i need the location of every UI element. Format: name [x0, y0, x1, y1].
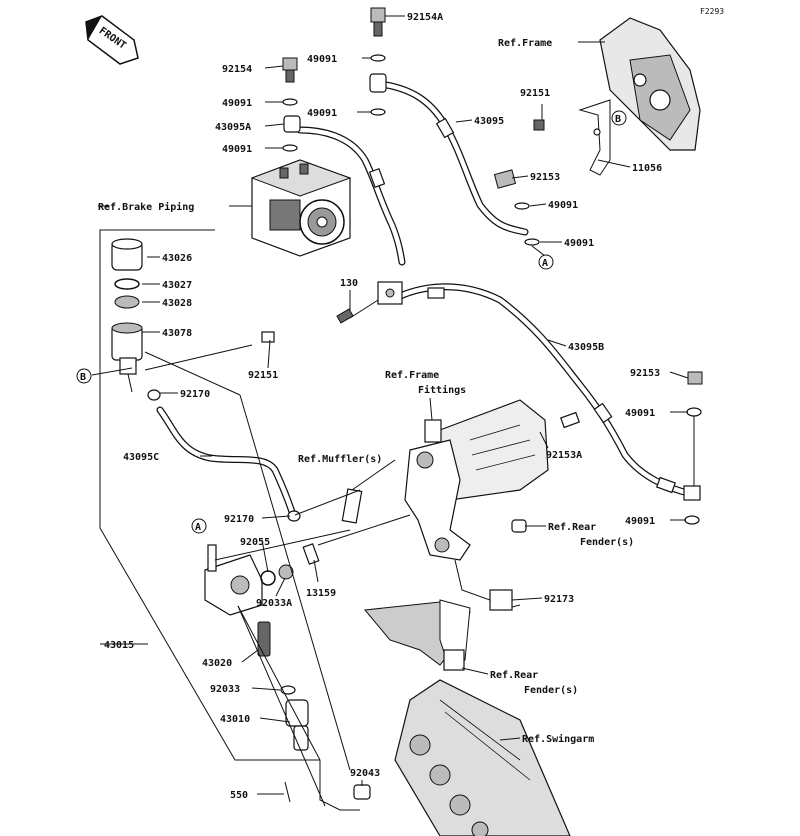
svg-text:A: A [195, 522, 201, 533]
ref-frame-fittings: Ref.Frame [385, 370, 439, 381]
callout-92173: 92173 [544, 594, 574, 605]
callout-92153: 92153 [530, 172, 560, 183]
svg-text:A: A [542, 258, 548, 269]
callout-43027: 43027 [162, 280, 192, 291]
ref-frame: Ref.Frame [498, 38, 552, 49]
ref-muffler: Ref.Muffler(s) [298, 454, 382, 465]
abs-hydraulic-unit [250, 159, 352, 257]
callout-49091: 49091 [625, 408, 655, 419]
callout-49091: 49091 [222, 144, 252, 155]
front-arrow-icon: FRONT [85, 15, 139, 65]
callout-43095C: 43095C [123, 452, 159, 463]
marker-b-left: B [76, 368, 92, 384]
callout-92170: 92170 [180, 389, 210, 400]
reference-labels: Ref.Frame Ref.Brake Piping Ref.Frame Fit… [98, 38, 634, 745]
callout-49091: 49091 [222, 98, 252, 109]
callout-49091: 49091 [564, 238, 594, 249]
marker-b-frame: B [611, 110, 627, 126]
callout-43078: 43078 [162, 328, 192, 339]
callout-92033A: 92033A [256, 598, 292, 609]
ref-rear-fender-2: Fender(s) [580, 537, 634, 548]
callout-43028: 43028 [162, 298, 192, 309]
svg-text:B: B [80, 372, 86, 383]
svg-text:B: B [615, 114, 621, 125]
callout-43015: 43015 [104, 640, 134, 651]
callout-92153A: 92153A [546, 450, 582, 461]
callout-49091: 49091 [625, 516, 655, 527]
callout-43026: 43026 [162, 253, 192, 264]
callout-130: 130 [340, 278, 358, 289]
callout-92154A: 92154A [407, 12, 443, 23]
ref-rear-fender: Ref.Rear [548, 522, 596, 533]
frame-bracket [578, 17, 701, 176]
callout-49091: 49091 [548, 200, 578, 211]
swingarm [394, 679, 571, 836]
hose-joint [336, 281, 403, 324]
callout-92043: 92043 [350, 768, 380, 779]
callout-49091: 49091 [307, 108, 337, 119]
callout-92154: 92154 [222, 64, 252, 75]
callout-11056: 11056 [632, 163, 662, 174]
ref-brake-piping: Ref.Brake Piping [98, 201, 194, 213]
callout-92153: 92153 [630, 368, 660, 379]
ref-swingarm: Ref.Swingarm [522, 733, 594, 745]
ref-frame-fittings-2: Fittings [418, 384, 466, 396]
callout-43020: 43020 [202, 658, 232, 669]
callout-92170: 92170 [224, 514, 254, 525]
callout-13159: 13159 [306, 588, 336, 599]
callout-92055: 92055 [240, 537, 270, 548]
ref-rear-fender-2: Fender(s) [524, 685, 578, 696]
callout-43095: 43095 [474, 116, 504, 127]
part-callouts: 92154A 49091 92154 49091 49091 43095A 49… [104, 12, 662, 801]
rear-fender [364, 599, 471, 671]
marker-a-left: A [191, 518, 207, 534]
frame-fitting [341, 399, 549, 611]
figure-code: F2293 [700, 7, 724, 16]
callout-92151: 92151 [248, 370, 278, 381]
ref-rear-fender: Ref.Rear [490, 670, 538, 681]
top-bolts [282, 7, 545, 246]
callout-550: 550 [230, 790, 248, 801]
callout-92151: 92151 [520, 88, 550, 99]
callout-43095A: 43095A [215, 122, 251, 133]
reservoir-parts [111, 238, 143, 393]
leader-lines [91, 15, 695, 811]
marker-a-top: A [538, 254, 554, 270]
brake-hoses [156, 80, 696, 516]
callout-43095B: 43095B [568, 342, 604, 353]
callout-92033: 92033 [210, 684, 240, 695]
master-cylinder [147, 331, 703, 803]
callout-43010: 43010 [220, 714, 250, 725]
callout-49091: 49091 [307, 54, 337, 65]
